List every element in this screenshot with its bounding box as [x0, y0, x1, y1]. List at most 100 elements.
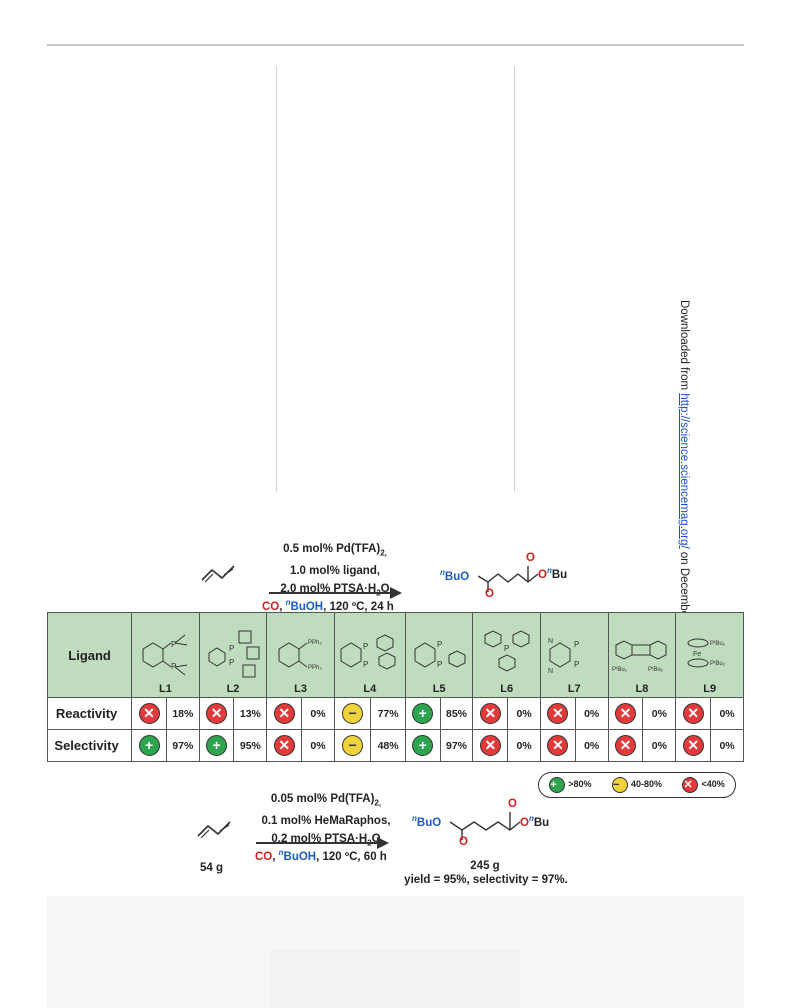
value-cell: 0%	[642, 729, 677, 762]
butadiene-structure-1	[201, 565, 235, 583]
minus-icon: −	[611, 777, 628, 793]
status-cell: ✕	[266, 697, 303, 730]
ligand-structure-icon: PP	[208, 630, 260, 678]
minus-icon: −	[342, 735, 364, 756]
status-cell: ✕	[675, 697, 712, 730]
svg-text:P: P	[437, 660, 442, 669]
status-cell: +	[404, 729, 441, 762]
status-cell: ✕	[539, 729, 576, 762]
svg-text:P: P	[171, 662, 176, 671]
status-cell: ✕	[198, 697, 235, 730]
butadiene-structure-2	[197, 821, 231, 839]
svg-text:PᵗBu₂: PᵗBu₂	[612, 666, 628, 673]
plus-icon: +	[206, 735, 228, 756]
cross-icon: ✕	[479, 735, 501, 756]
substrate-mass: 54 g	[200, 862, 224, 874]
cross-icon: ✕	[614, 703, 636, 724]
ligand-structure-icon: PPh₂ PPh₂	[278, 640, 322, 671]
product-stats: yield = 95%, selectivity = 97%.	[404, 874, 568, 886]
legend: +>80% −40-80% ✕<40%	[538, 772, 736, 798]
svg-text:P: P	[437, 640, 442, 649]
value-cell: 95%	[233, 729, 268, 762]
svg-text:PPh₂: PPh₂	[308, 665, 322, 671]
ligand-cell-l6: P L6	[472, 612, 541, 698]
plus-icon: +	[549, 777, 566, 793]
svg-text:P: P	[574, 640, 579, 649]
ligand-structure-icon: PP	[142, 634, 188, 676]
svg-text:N: N	[548, 668, 553, 675]
status-cell: −	[333, 729, 372, 762]
minus-icon: −	[342, 703, 364, 724]
status-cell: ✕	[607, 697, 644, 730]
svg-text:PᵗBu₂: PᵗBu₂	[710, 660, 726, 667]
cross-icon: ✕	[138, 703, 160, 724]
cross-icon: ✕	[479, 703, 501, 724]
ligand-structure-icon: PᵗBu₂ PᵗBu₂	[612, 640, 667, 673]
ligand-structure-icon: PP	[414, 640, 466, 669]
ligand-structure-icon: PP	[340, 634, 396, 670]
svg-text:P: P	[504, 644, 509, 653]
reactivity-row: Reactivity✕18%✕13%✕0%−77%+85%✕0%✕0%✕0%✕0…	[46, 697, 744, 730]
value-cell: 0%	[301, 697, 335, 730]
ligand-structure-icon: N N P P	[548, 638, 579, 675]
cross-icon: ✕	[614, 735, 636, 756]
value-cell: 0%	[301, 729, 335, 762]
row-label: Selectivity	[46, 729, 133, 762]
product1: nBuO O O OnBu	[440, 552, 568, 600]
svg-text:P: P	[171, 640, 176, 649]
svg-text:PᵗBu₂: PᵗBu₂	[648, 666, 664, 673]
status-cell: ✕	[539, 697, 576, 730]
svg-text:P: P	[363, 660, 368, 669]
value-cell: 0%	[574, 697, 609, 730]
value-cell: 18%	[165, 697, 200, 730]
svg-text:N: N	[548, 638, 553, 645]
cross-icon: ✕	[273, 703, 295, 724]
value-cell: 97%	[439, 729, 474, 762]
ligand-structure-icon: P	[484, 630, 530, 672]
download-link[interactable]: http://science.sciencemag.org/	[678, 393, 690, 549]
row-label: Reactivity	[46, 697, 133, 730]
value-cell: 13%	[233, 697, 268, 730]
svg-text:P: P	[574, 660, 579, 669]
cross-icon: ✕	[682, 735, 704, 756]
product-mass: 245 g	[470, 860, 500, 872]
value-cell: 0%	[710, 729, 744, 762]
status-cell: +	[198, 729, 235, 762]
cross-icon: ✕	[273, 735, 295, 756]
value-cell: 48%	[370, 729, 406, 762]
status-cell: ✕	[675, 729, 712, 762]
product2: nBuO O O OnBu	[412, 798, 550, 848]
reaction1-arrow	[269, 587, 402, 599]
cross-icon: ✕	[682, 703, 704, 724]
plus-icon: +	[412, 735, 434, 756]
value-cell: 0%	[574, 729, 609, 762]
value-cell: 97%	[165, 729, 200, 762]
cross-icon: ✕	[547, 703, 569, 724]
top-rule	[47, 44, 744, 46]
status-cell: ✕	[266, 729, 303, 762]
svg-text:P: P	[229, 644, 234, 653]
value-cell: 0%	[642, 697, 677, 730]
status-cell: ✕	[472, 697, 509, 730]
legend-item-green: +>80%	[549, 777, 592, 793]
column-divider-right	[514, 66, 515, 492]
svg-text:PPh₂: PPh₂	[308, 640, 322, 646]
svg-text:P: P	[229, 658, 234, 667]
reaction1-conditions-bottom: CO, nBuOH, 120 ºC, 24 h	[262, 598, 394, 613]
value-cell: 0%	[507, 697, 541, 730]
reaction2-arrow	[256, 837, 389, 849]
status-cell: −	[333, 697, 372, 730]
ligand-header-label: Ligand	[46, 612, 133, 698]
legend-item-red: ✕<40%	[682, 777, 725, 793]
value-cell: 0%	[710, 697, 744, 730]
value-cell: 0%	[507, 729, 541, 762]
